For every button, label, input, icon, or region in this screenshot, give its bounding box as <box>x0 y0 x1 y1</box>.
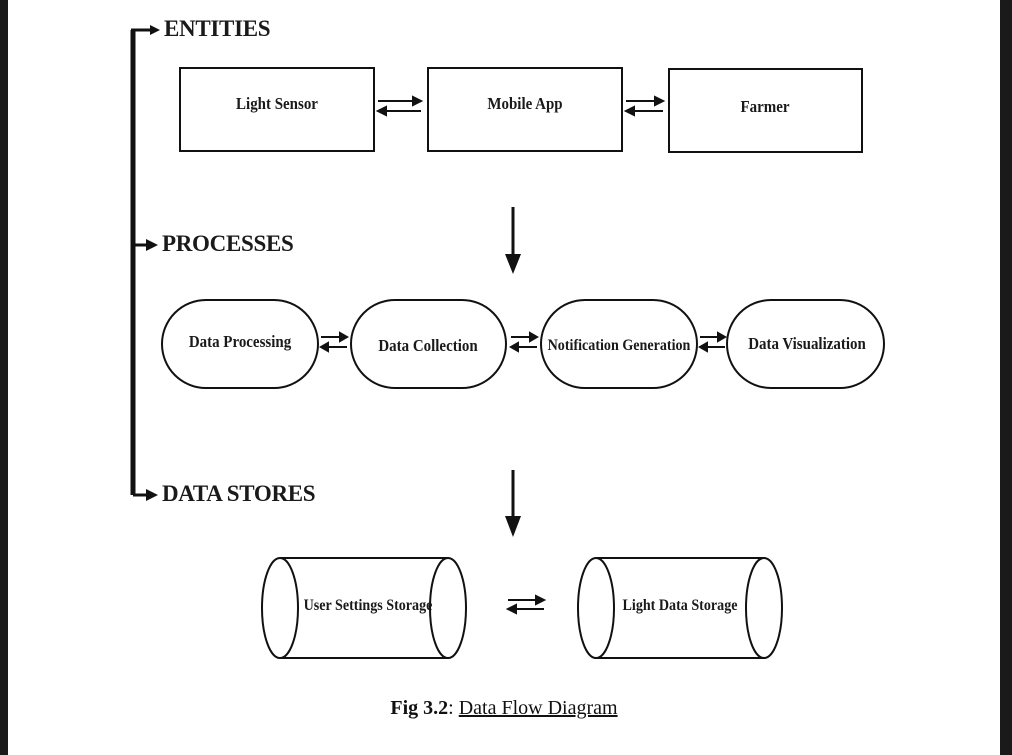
entities-arrowhead <box>150 25 160 35</box>
process-label: Data Collection <box>378 336 478 355</box>
entity-label: Light Sensor <box>236 94 318 113</box>
caption-separator: : <box>448 697 459 719</box>
section-heading-entities: ENTITIES <box>164 16 271 41</box>
entity-box-mobile-app <box>427 67 623 152</box>
datastore-label: User Settings Storage <box>303 597 433 614</box>
process-data-collection <box>350 299 507 389</box>
datastore-user-settings-storage <box>261 557 467 659</box>
bidirectional-arrow <box>623 95 666 117</box>
bidirectional-arrow <box>318 331 350 353</box>
process-label: Notification Generation <box>547 337 691 354</box>
flow-down-arrow <box>505 470 521 537</box>
bidirectional-arrow <box>505 594 547 615</box>
entity-label: Mobile App <box>487 94 563 113</box>
process-data-processing <box>161 299 319 389</box>
section-bracket <box>130 28 153 497</box>
section-heading-data-stores: DATA STORES <box>162 481 316 506</box>
data-stores-arrowhead <box>146 489 158 501</box>
section-arrowheads <box>146 25 160 501</box>
document-page: ENTITIES PROCESSES DATA STORES Light Sen… <box>8 0 1000 755</box>
process-label: Data Processing <box>188 332 292 351</box>
process-label: Data Visualization <box>748 334 866 353</box>
figure-number: Fig 3.2 <box>390 697 449 719</box>
bidirectional-arrow <box>697 331 728 353</box>
datastore-label: Light Data Storage <box>622 597 738 614</box>
process-data-visualization <box>726 299 885 389</box>
bidirectional-arrow <box>508 331 540 353</box>
bidirectional-arrow <box>375 95 424 117</box>
figure-title: Data Flow Diagram <box>458 697 618 719</box>
flow-down-arrow <box>505 207 521 274</box>
section-heading-processes: PROCESSES <box>162 231 294 256</box>
process-notification-generation <box>540 299 698 389</box>
entity-box-light-sensor <box>179 67 375 152</box>
entity-box-farmer <box>668 68 863 153</box>
datastore-light-data-storage <box>577 557 783 659</box>
data-flow-diagram <box>130 25 885 659</box>
processes-arrowhead <box>146 239 158 251</box>
figure-caption: Fig 3.2: Data Flow Diagram <box>8 697 1000 720</box>
entity-label: Farmer <box>740 97 790 116</box>
